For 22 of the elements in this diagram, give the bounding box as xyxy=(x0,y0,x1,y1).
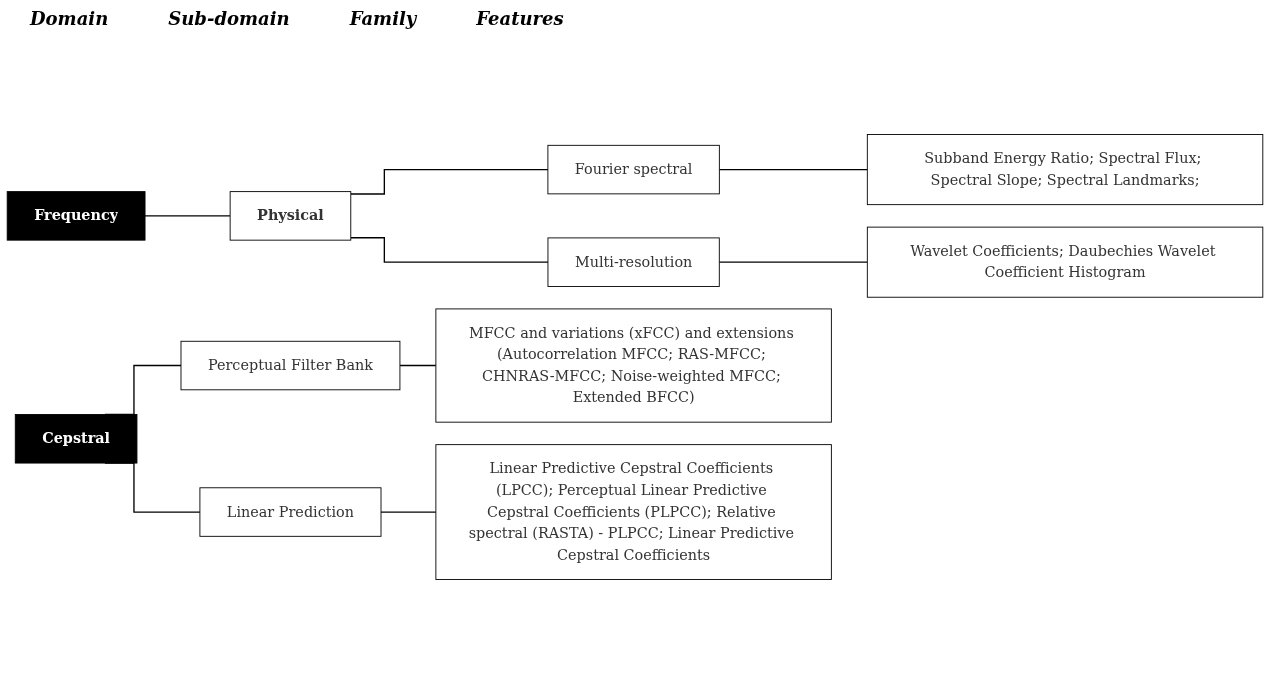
node-box: Multi-resolution xyxy=(547,237,720,287)
connector xyxy=(380,511,437,513)
node-box: Linear Prediction xyxy=(199,487,382,537)
node-box: Fourier spectral xyxy=(547,144,720,195)
connector xyxy=(718,261,868,263)
node-box: Physical xyxy=(229,191,352,241)
node-box: Wavelet Coefficients; Daubechies Wavelet Coefficient Histogram xyxy=(866,226,1264,298)
column-heading: Features xyxy=(476,8,564,29)
node-box: Cepstral xyxy=(14,414,138,464)
connector xyxy=(350,168,549,195)
connector xyxy=(399,364,437,367)
node-box: Frequency xyxy=(6,191,146,241)
node-box: Perceptual Filter Bank xyxy=(180,340,401,391)
connector xyxy=(350,237,549,263)
column-heading: Sub-domain xyxy=(168,8,290,29)
connector xyxy=(144,215,231,217)
node-box: MFCC and variations (xFCC) and extensions (Autocorrelation MFCC; RAS-MFCC; CHNRAS-MFCC; Noise-weighted MFCC; Extended BFCC) xyxy=(435,308,832,423)
node-box: Subband Energy Ratio; Spectral Flux; Spectral Slope; Spectral Landmarks; xyxy=(866,134,1264,206)
column-heading: Family xyxy=(349,8,417,29)
node-box: Linear Predictive Cepstral Coefficients (LPCC); Perceptual Linear Predictive Cepstral Coefficients (PLPCC); Relative spectral (RASTA) - PLPCC; Linear Predictive Cepstral Coefficients xyxy=(435,444,832,580)
column-heading: Domain xyxy=(30,8,109,29)
connector xyxy=(718,168,868,171)
